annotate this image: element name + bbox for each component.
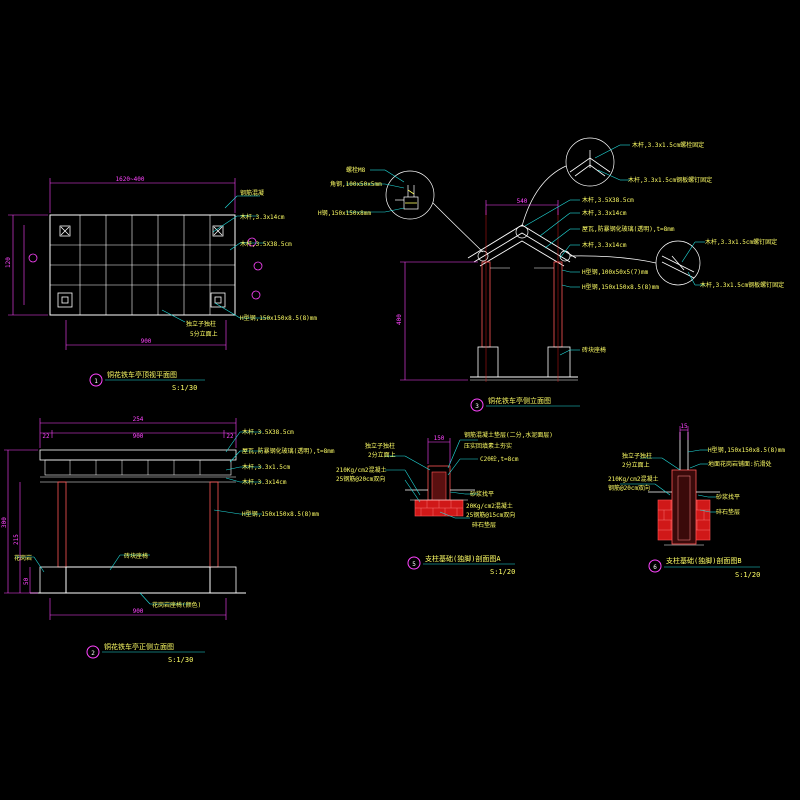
plan-note: 木杆,3.3x14cm — [240, 213, 285, 221]
front-note: 花岗岩座椅(颜色) — [152, 601, 201, 609]
section-a-scale: S:1/20 — [490, 568, 515, 576]
side-view: 540 400 — [318, 137, 784, 412]
front-dim-sub: 22 — [226, 433, 234, 440]
front-number: 2 — [91, 650, 95, 657]
side-note: 木杆,3.3x14cm — [582, 241, 627, 249]
section-a-note: 210Kg/cm2混凝土 — [336, 466, 387, 474]
front-dim-left: 215 — [13, 534, 20, 545]
side-detail-c-note: 木杆,3.3x1.5cm钢板螺钉固定 — [700, 281, 784, 289]
section-b-note: 砂浆找平 — [716, 493, 740, 501]
side-note: 木杆,3.5X38.5cm — [582, 196, 634, 204]
side-number-circle — [470, 398, 484, 412]
plan-dim-bottom: 900 — [141, 338, 152, 345]
front-dim-sub: 900 — [133, 433, 144, 440]
plan-note: 5分立面上 — [190, 330, 218, 338]
section-a-note: 碎石垫层 — [472, 521, 496, 529]
front-note: H型钢,150x150x8.5(8)mm — [242, 510, 319, 518]
plan-dim-left: 120 — [5, 257, 12, 268]
plan-title: 铜花铁车亭顶视平面图 — [107, 370, 177, 379]
section-b-note: 钢筋@20cm双向 — [608, 484, 650, 492]
section-a-view: 150 独立子独柱 2分立面上 钢筋混凝土垫层(二分,水泥面层) 压实回填素土夯… — [336, 431, 553, 576]
section-a-note: 钢筋混凝土垫层(二分,水泥面层) — [464, 431, 553, 439]
section-a-note: 25钢筋@20cm双向 — [336, 475, 385, 483]
side-detail-a-note: 螺栓M8 — [346, 166, 366, 174]
side-detail-a-note: H钢,150x150x8mm — [318, 209, 371, 217]
section-b-number: 6 — [653, 564, 657, 571]
section-b-note: H型钢,150x150x8.5(8)mm — [708, 446, 785, 454]
front-note: 木杆,3.3x1.5cm — [242, 463, 291, 471]
plan-note: 独立子独柱 — [186, 320, 216, 328]
front-note: 屋瓦,防暴钢化玻璃(透明),t=8mm — [242, 447, 335, 455]
section-b-note: 210Kg/cm2混凝土 — [608, 475, 659, 483]
front-dim-top: 254 — [133, 416, 144, 423]
section-b-note: 地面花岗岩铺面:抗滑处 — [708, 460, 772, 468]
section-b-title: 支柱基础(独脚)剖面图B — [666, 556, 742, 565]
front-note: 砖块座椅 — [124, 552, 148, 560]
section-b-view: 15 H型钢,150x150x8.5(8)mm 独立子独柱 2分立面上 地面花岗… — [608, 423, 785, 579]
side-detail-b-note: 木杆,3.3x1.5cm螺栓固定 — [632, 141, 704, 149]
section-b-scale: S:1/20 — [735, 571, 760, 579]
section-a-number: 5 — [412, 561, 416, 568]
section-a-note: 独立子独柱 — [365, 442, 395, 450]
front-title: 铜花铁车亭正侧立面图 — [104, 642, 174, 651]
section-a-number-circle — [407, 556, 421, 570]
section-b-dim-top: 15 — [680, 423, 688, 430]
section-b-note: 2分立面上 — [622, 461, 650, 469]
front-view: 254 22 900 22 900 300 215 50 木杆,3.5X38.5… — [1, 416, 335, 664]
side-detail-c-note: 木杆,3.3x1.5cm螺钉固定 — [705, 238, 777, 246]
section-a-note: 20Kg/cm2混凝土 — [466, 502, 513, 510]
plan-number-circle — [89, 373, 103, 387]
front-note: 木杆,3.3x14cm — [242, 478, 287, 486]
front-dim-bottom: 900 — [133, 608, 144, 615]
side-note: 木杆,3.3x14cm — [582, 209, 627, 217]
front-dim-left: 300 — [1, 517, 8, 528]
section-b-number-circle — [648, 559, 662, 573]
section-b-note: 独立子独柱 — [622, 452, 652, 460]
side-title: 铜花铁车亭侧立面图 — [488, 396, 551, 405]
plan-view: 1620~400 900 120 钢筋混凝 木杆,3.3x14cm 木杆,3.5… — [5, 176, 317, 392]
side-note: H型钢,150x150x8.5(8)mm — [582, 283, 659, 291]
front-number-circle — [86, 645, 100, 659]
section-b-note: 碎石垫层 — [716, 508, 740, 516]
side-number: 3 — [475, 403, 479, 410]
plan-dim-top: 1620~400 — [116, 176, 145, 183]
section-a-note: 砂浆找平 — [470, 490, 494, 498]
plan-note: 钢筋混凝 — [240, 189, 264, 197]
section-a-note: 2分立面上 — [368, 451, 396, 459]
side-note: H型钢,100x50x5(7)mm — [582, 268, 649, 276]
front-scale: S:1/30 — [168, 656, 193, 664]
section-a-note: C20砼,t=8cm — [480, 455, 519, 463]
front-dim-left: 50 — [23, 577, 30, 585]
side-detail-a-note: 角钢,100x50x5mm — [330, 180, 382, 188]
front-note: 木杆,3.5X38.5cm — [242, 428, 294, 436]
side-dim-left: 400 — [396, 314, 403, 325]
section-a-note: 25钢筋@15cm双向 — [466, 511, 515, 519]
side-dim-top: 540 — [517, 198, 528, 205]
plan-note: 木杆,3.5X38.5cm — [240, 240, 292, 248]
side-detail-b-note: 木杆,3.3x1.5cm钢板螺钉固定 — [628, 176, 712, 184]
side-note: 屋瓦,防暴钢化玻璃(透明),t=8mm — [582, 225, 675, 233]
front-dim-sub: 22 — [42, 433, 50, 440]
section-a-note: 压实回填素土夯实 — [464, 442, 512, 450]
front-note: 花岗岩 — [14, 554, 32, 562]
section-a-title: 支柱基础(独脚)剖面图A — [425, 554, 501, 563]
plan-note: H型钢,150x150x8.5(8)mm — [240, 314, 317, 322]
plan-number: 1 — [94, 378, 98, 385]
section-a-dim-top: 150 — [434, 435, 445, 442]
plan-scale: S:1/30 — [172, 384, 197, 392]
side-note: 砖块座椅 — [582, 346, 606, 354]
